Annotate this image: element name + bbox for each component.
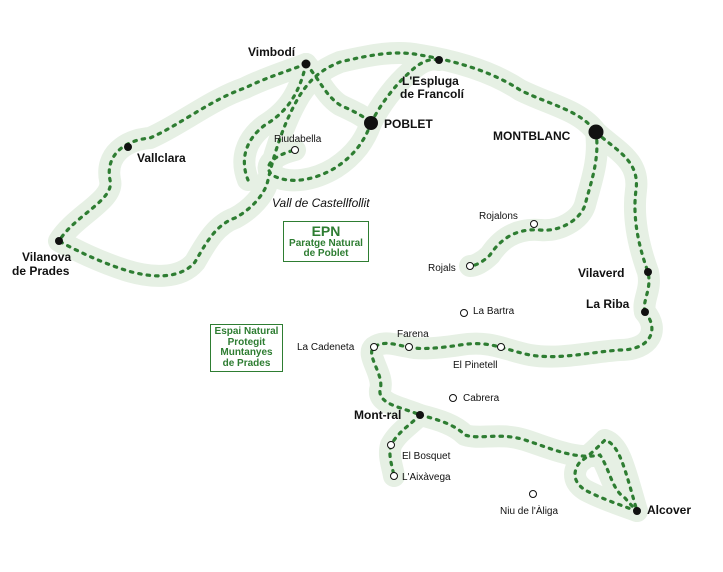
label-riudabella: Riudabella xyxy=(274,134,322,145)
marker-poblet[interactable] xyxy=(364,116,378,130)
label-vimbodi: Vimbodí xyxy=(248,45,296,59)
route-riba-cadeneta[interactable] xyxy=(370,310,654,417)
label-el-pinetell: El Pinetell xyxy=(453,360,497,371)
label-montblanc: MONTBLANC xyxy=(493,129,571,143)
label-la-cadeneta: La Cadeneta xyxy=(297,342,355,353)
marker-mont-ral[interactable] xyxy=(416,411,424,419)
marker-la-riba[interactable] xyxy=(641,308,649,316)
label-vallclara: Vallclara xyxy=(137,151,186,165)
route-montblanc-rojals-halo xyxy=(459,121,608,277)
marker-la-bartra[interactable] xyxy=(460,309,468,317)
marker-vilaverd[interactable] xyxy=(644,268,652,276)
route-inner-loop[interactable] xyxy=(242,62,308,182)
route-montral-alcover[interactable] xyxy=(418,413,639,513)
epn-line2: Paratge Natural xyxy=(289,238,363,249)
marker-alcover[interactable] xyxy=(633,507,641,515)
label-alcover: Alcover xyxy=(647,503,691,517)
marker-farena[interactable] xyxy=(405,343,413,351)
marker-espluga[interactable] xyxy=(435,56,443,64)
marker-riudabella[interactable] xyxy=(291,146,299,154)
marker-el-bosquet[interactable] xyxy=(387,441,395,449)
route-halo-layer xyxy=(48,41,663,522)
marker-cabrera[interactable] xyxy=(449,394,457,402)
label-vilanova-line2: de Prades xyxy=(12,264,70,278)
town-markers xyxy=(55,56,652,515)
route-vimbodi-poblet[interactable] xyxy=(304,62,373,125)
place-labels: Vimbodí L'Espluga de Francolí POBLET MON… xyxy=(12,45,691,517)
marker-vimbodi[interactable] xyxy=(301,59,311,69)
route-main-loop[interactable] xyxy=(56,51,598,278)
route-riba-cadeneta-halo xyxy=(360,301,663,426)
route-alcover-loop[interactable] xyxy=(573,438,639,513)
prades-protected-area-box: Espai Natural Protegit Muntanyes de Prad… xyxy=(210,324,283,372)
marker-vilanova[interactable] xyxy=(55,237,63,245)
label-espluga-line1: L'Espluga xyxy=(402,74,459,88)
marker-rojalons[interactable] xyxy=(530,220,538,228)
prades-line1: Espai Natural xyxy=(214,326,279,337)
marker-vallclara[interactable] xyxy=(124,143,132,151)
route-layer xyxy=(56,51,654,513)
prades-line4: de Prades xyxy=(222,357,271,369)
marker-montblanc[interactable] xyxy=(588,124,604,140)
label-vilanova-line1: Vilanova xyxy=(22,250,71,264)
route-poblet-riudabella[interactable] xyxy=(266,121,373,182)
label-rojals: Rojals xyxy=(428,263,456,274)
label-farena: Farena xyxy=(397,329,429,340)
marker-la-cadeneta[interactable] xyxy=(370,343,378,351)
label-mont-ral: Mont-ral xyxy=(354,408,401,422)
marker-l-aixavega[interactable] xyxy=(390,472,398,480)
epn-title: EPN xyxy=(311,223,341,239)
label-el-bosquet: El Bosquet xyxy=(402,451,451,462)
epn-protected-area-box: EPN Paratge Natural de Poblet xyxy=(283,221,369,262)
marker-rojals[interactable] xyxy=(466,262,474,270)
label-cabrera: Cabrera xyxy=(463,393,500,404)
label-vall-de-castellfollit: Vall de Castellfollit xyxy=(272,196,370,210)
label-vilaverd: Vilaverd xyxy=(578,266,624,280)
epn-line3: de Poblet xyxy=(303,248,349,259)
label-niu-de-l-aliga: Niu de l'Àliga xyxy=(500,504,558,517)
label-l-aixavega: L'Aixàvega xyxy=(402,472,451,483)
marker-el-pinetell[interactable] xyxy=(497,343,505,351)
label-la-bartra: La Bartra xyxy=(473,306,515,317)
prades-line3: Muntanyes xyxy=(220,347,273,358)
route-montblanc-riba[interactable] xyxy=(594,130,651,314)
route-poblet-espluga[interactable] xyxy=(369,57,441,125)
label-poblet: POBLET xyxy=(384,117,433,131)
marker-niu-de-l-aliga[interactable] xyxy=(529,490,537,498)
label-rojalons: Rojalons xyxy=(479,211,518,222)
route-montblanc-rojals[interactable] xyxy=(468,130,599,268)
prades-line2: Protegit xyxy=(227,336,266,348)
label-espluga-line2: de Francolí xyxy=(400,87,465,101)
label-la-riba: La Riba xyxy=(586,297,630,311)
